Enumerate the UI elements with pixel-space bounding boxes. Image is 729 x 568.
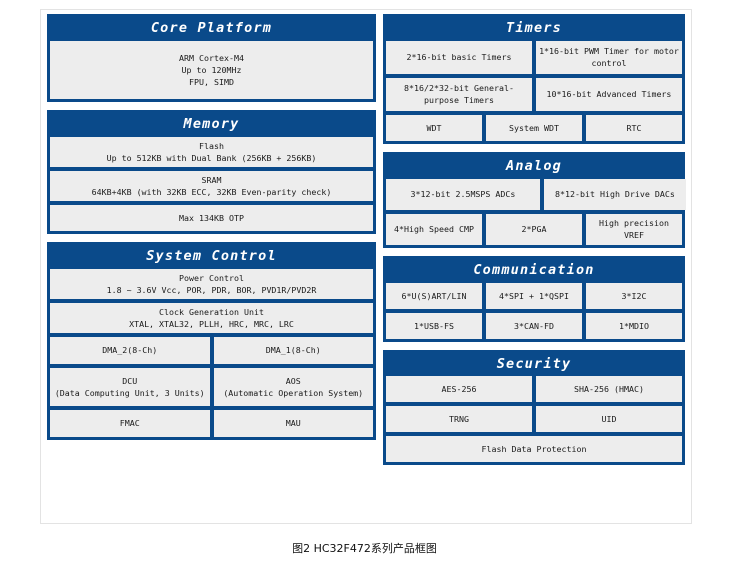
row: TRNG UID — [386, 406, 682, 433]
block-usart-lin: 6*U(S)ART/LIN — [386, 282, 482, 309]
panel-title-timers: Timers — [506, 20, 562, 36]
right-column: Timers 2*16-bit basic Timers 1*16-bit PW… — [383, 14, 686, 519]
row: DCU (Data Computing Unit, 3 Units) AOS (… — [50, 367, 373, 406]
block-mdio: 1*MDIO — [586, 312, 682, 339]
block-i2c: 3*I2C — [586, 282, 682, 309]
row: WDT System WDT RTC — [386, 114, 682, 141]
panel-communication: Communication 6*U(S)ART/LIN 4*SPI + 1*QS… — [383, 255, 685, 342]
block-usb-fs: 1*USB-FS — [386, 312, 482, 339]
row: 4*High Speed CMP 2*PGA High precision VR… — [386, 213, 682, 245]
panel-title-system-control: System Control — [146, 247, 277, 264]
panel-body-communication: 6*U(S)ART/LIN 4*SPI + 1*QSPI 3*I2C 1*USB… — [386, 282, 682, 339]
panel-body-system-control: Power Control 1.8 ~ 3.6V Vcc, POR, PDR, … — [50, 268, 373, 437]
panel-security: Security AES-256 SHA-256 (HMAC) TRNG UID… — [383, 349, 685, 466]
block-advanced-timers: 10*16-bit Advanced Timers — [536, 77, 682, 111]
block-pwm-timer-motor-control: 1*16-bit PWM Timer for motor control — [536, 40, 682, 74]
panel-title-memory: Memory — [183, 115, 240, 132]
row: Max 134KB OTP — [50, 204, 373, 231]
panel-body-security: AES-256 SHA-256 (HMAC) TRNG UID Flash Da… — [386, 376, 682, 463]
panel-body-timers: 2*16-bit basic Timers 1*16-bit PWM Timer… — [386, 40, 682, 141]
block-aes-256: AES-256 — [386, 376, 532, 403]
left-column: Core Platform ARM Cortex-M4 Up to 120MHz… — [47, 14, 376, 519]
figure-caption: 图2 HC32F472系列产品框图 — [292, 542, 437, 555]
block-flash-data-protection: Flash Data Protection — [386, 436, 682, 463]
panel-memory: Memory Flash Up to 512KB with Dual Bank … — [47, 109, 376, 234]
row: 1*USB-FS 3*CAN-FD 1*MDIO — [386, 312, 682, 339]
block-mau: MAU — [213, 409, 373, 437]
block-flash: Flash Up to 512KB with Dual Bank (256KB … — [50, 136, 373, 167]
block-fmac: FMAC — [50, 409, 210, 437]
row: 6*U(S)ART/LIN 4*SPI + 1*QSPI 3*I2C — [386, 282, 682, 309]
block-sram: SRAM 64KB+4KB (with 32KB ECC, 32KB Even-… — [50, 170, 373, 201]
row: DMA_2(8-Ch) DMA_1(8-Ch) — [50, 336, 373, 364]
panel-system-control: System Control Power Control 1.8 ~ 3.6V … — [47, 241, 376, 440]
block-diagram: Core Platform ARM Cortex-M4 Up to 120MHz… — [47, 14, 692, 519]
row: Power Control 1.8 ~ 3.6V Vcc, POR, PDR, … — [50, 268, 373, 299]
block-pga: 2*PGA — [486, 213, 582, 245]
block-wdt: WDT — [386, 114, 482, 141]
block-aos: AOS (Automatic Operation System) — [213, 367, 373, 406]
row: SRAM 64KB+4KB (with 32KB ECC, 32KB Even-… — [50, 170, 373, 201]
block-dma-2: DMA_2(8-Ch) — [50, 336, 210, 364]
panel-body-memory: Flash Up to 512KB with Dual Bank (256KB … — [50, 136, 373, 231]
block-dcu: DCU (Data Computing Unit, 3 Units) — [50, 367, 210, 406]
row: 2*16-bit basic Timers 1*16-bit PWM Timer… — [386, 40, 682, 74]
panel-analog: Analog 3*12-bit 2.5MSPS ADCs 8*12-bit Hi… — [383, 151, 686, 248]
block-power-control: Power Control 1.8 ~ 3.6V Vcc, POR, PDR, … — [50, 268, 373, 299]
row: ARM Cortex-M4 Up to 120MHz FPU, SIMD — [50, 40, 373, 99]
panel-title-core-platform: Core Platform — [150, 20, 273, 36]
block-dma-1: DMA_1(8-Ch) — [213, 336, 373, 364]
row: Flash Up to 512KB with Dual Bank (256KB … — [50, 136, 373, 167]
block-dacs: 8*12-bit High Drive DACs — [543, 178, 686, 210]
block-sha-256-hmac: SHA-256 (HMAC) — [536, 376, 682, 403]
row: Clock Generation Unit XTAL, XTAL32, PLLH… — [50, 302, 373, 333]
block-uid: UID — [536, 406, 682, 433]
block-general-purpose-timers: 8*16/2*32-bit General-purpose Timers — [386, 77, 532, 111]
block-basic-timers: 2*16-bit basic Timers — [386, 40, 532, 74]
panel-timers: Timers 2*16-bit basic Timers 1*16-bit PW… — [383, 14, 685, 144]
row: 8*16/2*32-bit General-purpose Timers 10*… — [386, 77, 682, 111]
block-trng: TRNG — [386, 406, 532, 433]
panel-title-security: Security — [496, 355, 572, 372]
block-high-precision-vref: High precision VREF — [586, 213, 682, 245]
row: Flash Data Protection — [386, 436, 682, 463]
block-adcs: 3*12-bit 2.5MSPS ADCs — [386, 178, 540, 210]
row: 3*12-bit 2.5MSPS ADCs 8*12-bit High Driv… — [386, 178, 686, 210]
block-spi-qspi: 4*SPI + 1*QSPI — [486, 282, 582, 309]
panel-title-communication: Communication — [473, 261, 595, 278]
panel-title-analog: Analog — [506, 157, 562, 174]
block-can-fd: 3*CAN-FD — [486, 312, 582, 339]
block-high-speed-cmp: 4*High Speed CMP — [386, 213, 482, 245]
panel-body-analog: 3*12-bit 2.5MSPS ADCs 8*12-bit High Driv… — [386, 178, 686, 245]
panel-body-core-platform: ARM Cortex-M4 Up to 120MHz FPU, SIMD — [50, 40, 373, 99]
block-rtc: RTC — [586, 114, 682, 141]
block-system-wdt: System WDT — [486, 114, 582, 141]
row: AES-256 SHA-256 (HMAC) — [386, 376, 682, 403]
row: FMAC MAU — [50, 409, 373, 437]
block-otp: Max 134KB OTP — [50, 204, 373, 231]
panel-core-platform: Core Platform ARM Cortex-M4 Up to 120MHz… — [47, 14, 376, 102]
block-arm-cortex-m4: ARM Cortex-M4 Up to 120MHz FPU, SIMD — [50, 40, 373, 99]
block-clock-generation-unit: Clock Generation Unit XTAL, XTAL32, PLLH… — [50, 302, 373, 333]
